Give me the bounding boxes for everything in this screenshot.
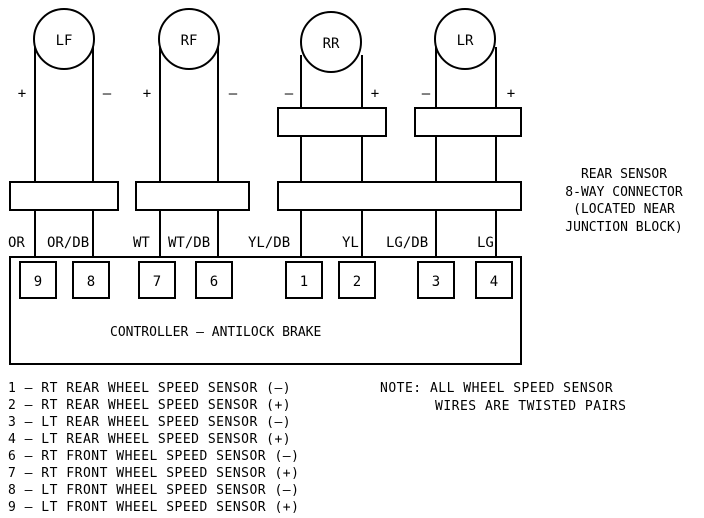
sensor-lr-circle xyxy=(434,8,496,70)
note-line-2: WIRES ARE TWISTED PAIRS xyxy=(435,399,627,414)
pin-box xyxy=(195,261,233,299)
pin-number: 9 xyxy=(34,274,42,290)
pin-number: 8 xyxy=(87,274,95,290)
sensor-lf-plus: + xyxy=(18,86,26,102)
pin-box xyxy=(19,261,57,299)
connector-note-line-1: REAR SENSOR xyxy=(581,167,667,182)
wire-label-lg: LG xyxy=(477,235,494,251)
legend-line: 7 – RT FRONT WHEEL SPEED SENSOR (+) xyxy=(8,466,299,481)
wire-label-or-db: OR/DB xyxy=(47,235,89,251)
wire-label-or: OR xyxy=(8,235,25,251)
legend-line: 2 – RT REAR WHEEL SPEED SENSOR (+) xyxy=(8,398,291,413)
pin-box xyxy=(138,261,176,299)
pin-number: 4 xyxy=(490,274,498,290)
pin-number: 6 xyxy=(210,274,218,290)
sensor-rf-label: RF xyxy=(181,33,198,49)
wire-label-yl: YL xyxy=(342,235,359,251)
pin-number: 2 xyxy=(353,274,361,290)
pin-box xyxy=(72,261,110,299)
connector-note-line-4: JUNCTION BLOCK) xyxy=(565,220,682,235)
controller-label: CONTROLLER – ANTILOCK BRAKE xyxy=(110,325,321,340)
sensor-lr-minus: – xyxy=(422,86,431,102)
rr-splice-block xyxy=(277,107,387,137)
sensor-lf-circle xyxy=(33,8,95,70)
right-front-connector xyxy=(135,181,250,211)
lr-splice-block xyxy=(414,107,522,137)
sensor-rf-minus: – xyxy=(229,86,238,102)
pin-box xyxy=(417,261,455,299)
sensor-rr-circle xyxy=(300,11,362,73)
sensor-rf-plus: + xyxy=(143,86,151,102)
pin-box xyxy=(338,261,376,299)
pin-number: 1 xyxy=(300,274,308,290)
sensor-lr-label: LR xyxy=(457,33,474,49)
wire-label-lg-db: LG/DB xyxy=(386,235,428,251)
legend-line: 8 – LT FRONT WHEEL SPEED SENSOR (–) xyxy=(8,483,299,498)
sensor-rr-plus: + xyxy=(371,86,379,102)
sensor-lr-plus: + xyxy=(507,86,515,102)
legend-line: 1 – RT REAR WHEEL SPEED SENSOR (–) xyxy=(8,381,291,396)
connector-note-line-2: 8-WAY CONNECTOR xyxy=(565,185,683,200)
sensor-lf-minus: – xyxy=(103,86,112,102)
wire-label-wt: WT xyxy=(133,235,150,251)
pin-box xyxy=(285,261,323,299)
connector-note-line-3: (LOCATED NEAR xyxy=(573,202,675,217)
sensor-rr-label: RR xyxy=(323,36,340,52)
sensor-rf-circle xyxy=(158,8,220,70)
rear-sensor-connector xyxy=(277,181,522,211)
note-line-1: NOTE: ALL WHEEL SPEED SENSOR xyxy=(380,381,613,396)
legend-line: 3 – LT REAR WHEEL SPEED SENSOR (–) xyxy=(8,415,291,430)
wire-label-yl-db: YL/DB xyxy=(248,235,290,251)
pin-number: 7 xyxy=(153,274,161,290)
sensor-rr-minus: – xyxy=(285,86,294,102)
legend-line: 9 – LT FRONT WHEEL SPEED SENSOR (+) xyxy=(8,500,299,515)
sensor-lf-label: LF xyxy=(56,33,73,49)
pin-number: 3 xyxy=(432,274,440,290)
legend-line: 6 – RT FRONT WHEEL SPEED SENSOR (–) xyxy=(8,449,299,464)
left-front-connector xyxy=(9,181,119,211)
wire-label-wt-db: WT/DB xyxy=(168,235,210,251)
pin-box xyxy=(475,261,513,299)
legend-line: 4 – LT REAR WHEEL SPEED SENSOR (+) xyxy=(8,432,291,447)
